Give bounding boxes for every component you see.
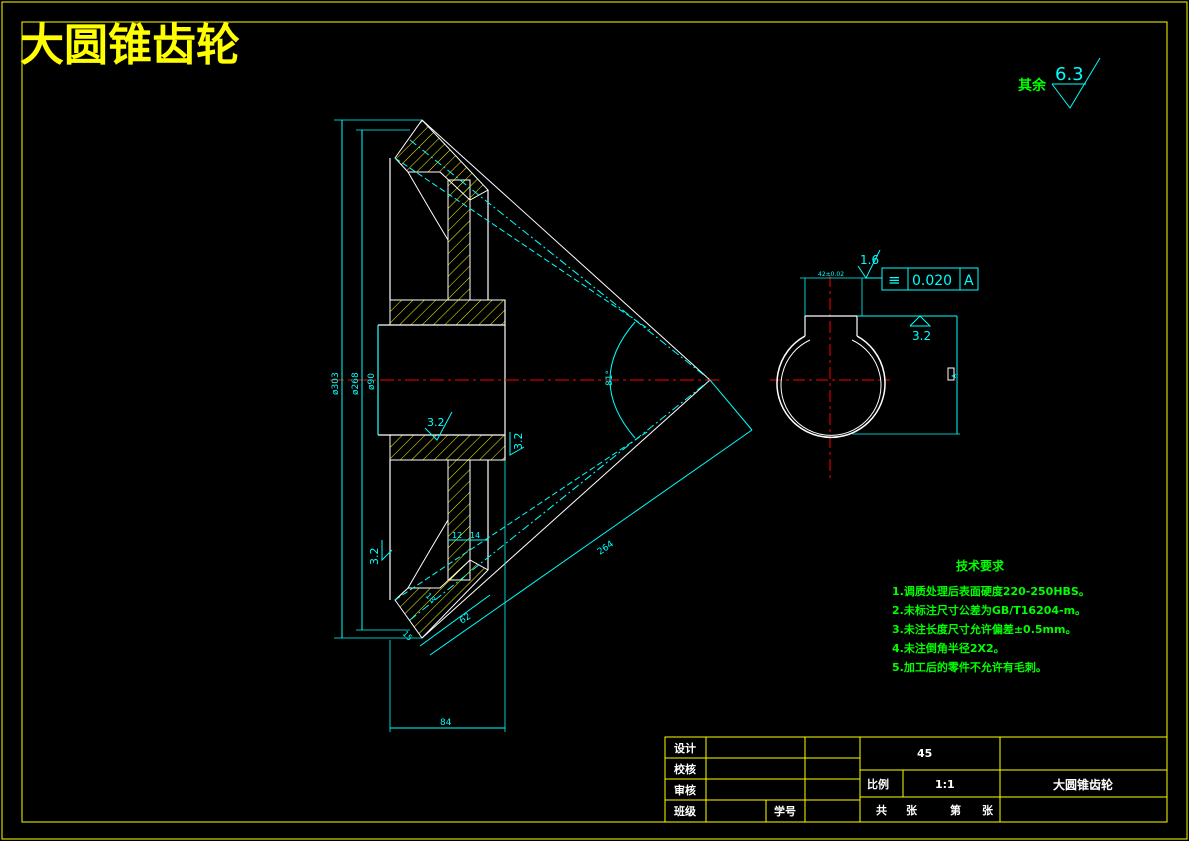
tech-req-item-1: 1.调质处理后表面硬度220-250HBS。 — [892, 584, 1090, 598]
roughness-keyway: 1.6 — [860, 253, 879, 267]
roughness-hub-right: 3.2 — [512, 433, 525, 451]
dim-bore-dia: ø90 — [367, 373, 377, 390]
tb-scale: 1:1 — [935, 778, 955, 791]
tolerance-frame — [881, 267, 979, 291]
dim-outer-dia: ø303 — [331, 372, 341, 395]
technical-requirements: 技术要求 1.调质处理后表面硬度220-250HBS。 2.未标注尺寸公差为GB… — [892, 558, 1090, 674]
gear-section: 81° 264 62 18 15 12 14 ø303 ø268 ø90 84 … — [330, 119, 753, 732]
roughness-value: 6.3 — [1055, 64, 1084, 85]
upper-rim-hatch — [394, 119, 489, 201]
tb-design: 设计 — [674, 741, 696, 755]
dim-12: 12 — [452, 531, 462, 540]
tb-student-no: 学号 — [774, 804, 796, 818]
lower-hub-hatch — [389, 434, 506, 461]
dim-cone-length: 264 — [596, 539, 616, 557]
roughness-side: 3.2 — [912, 329, 931, 343]
tech-req-item-5: 5.加工后的零件不允许有毛刺。 — [892, 660, 1047, 674]
tech-req-item-2: 2.未标注尺寸公差为GB/T16204-m。 — [892, 603, 1086, 617]
tb-sheet-unit: 张 — [906, 803, 918, 817]
roughness-bore-left: 3.2 — [427, 416, 445, 429]
upper-web-hatch — [447, 179, 471, 301]
tolerance-symbol: ≡ — [888, 271, 901, 289]
tolerance-value: 0.020 — [912, 273, 952, 289]
tb-review: 审核 — [674, 783, 696, 797]
title-block: 设计 校核 审核 班级 学号 45 比例 1:1 大圆锥齿轮 共 张 第 张 — [664, 736, 1168, 823]
roughness-rim: 3.2 — [368, 548, 381, 566]
tech-req-item-3: 3.未注长度尺寸允许偏差±0.5mm。 — [892, 622, 1076, 636]
tb-sheet-no: 第 — [950, 803, 961, 817]
tb-part-name: 大圆锥齿轮 — [1053, 777, 1114, 792]
tb-material: 45 — [917, 747, 932, 760]
general-roughness: 其余 6.3 — [1018, 57, 1101, 109]
tolerance-datum: A — [964, 273, 974, 289]
inner-border — [21, 21, 1168, 823]
dim-width: 84 — [440, 718, 452, 728]
tech-req-heading: 技术要求 — [956, 558, 1005, 573]
keyway-width: 42±0.02 — [818, 271, 844, 278]
roughness-prefix: 其余 — [1018, 77, 1047, 94]
datum-marker: A — [951, 373, 958, 378]
dim-face: 62 — [458, 612, 473, 627]
tb-total: 共 — [876, 803, 887, 817]
dim-14: 14 — [470, 531, 480, 540]
lower-rim-hatch — [394, 559, 489, 639]
tb-class: 班级 — [674, 804, 697, 818]
drawing-title: 大圆锥齿轮 — [20, 20, 240, 71]
dim-pitch-dia: ø268 — [351, 372, 361, 395]
tech-req-item-4: 4.未注倒角半径2X2。 — [892, 641, 1005, 655]
upper-hub-hatch — [389, 299, 506, 326]
tb-sheet-unit-2: 张 — [982, 803, 994, 817]
side-view: 42±0.02 ≡ 0.020 A 1.6 3.2 A — [770, 249, 979, 482]
tb-check: 校核 — [674, 762, 696, 776]
dim-angle: 81° — [605, 370, 615, 386]
tb-scale-label: 比例 — [867, 777, 889, 791]
dim-15: 15 — [401, 629, 415, 643]
